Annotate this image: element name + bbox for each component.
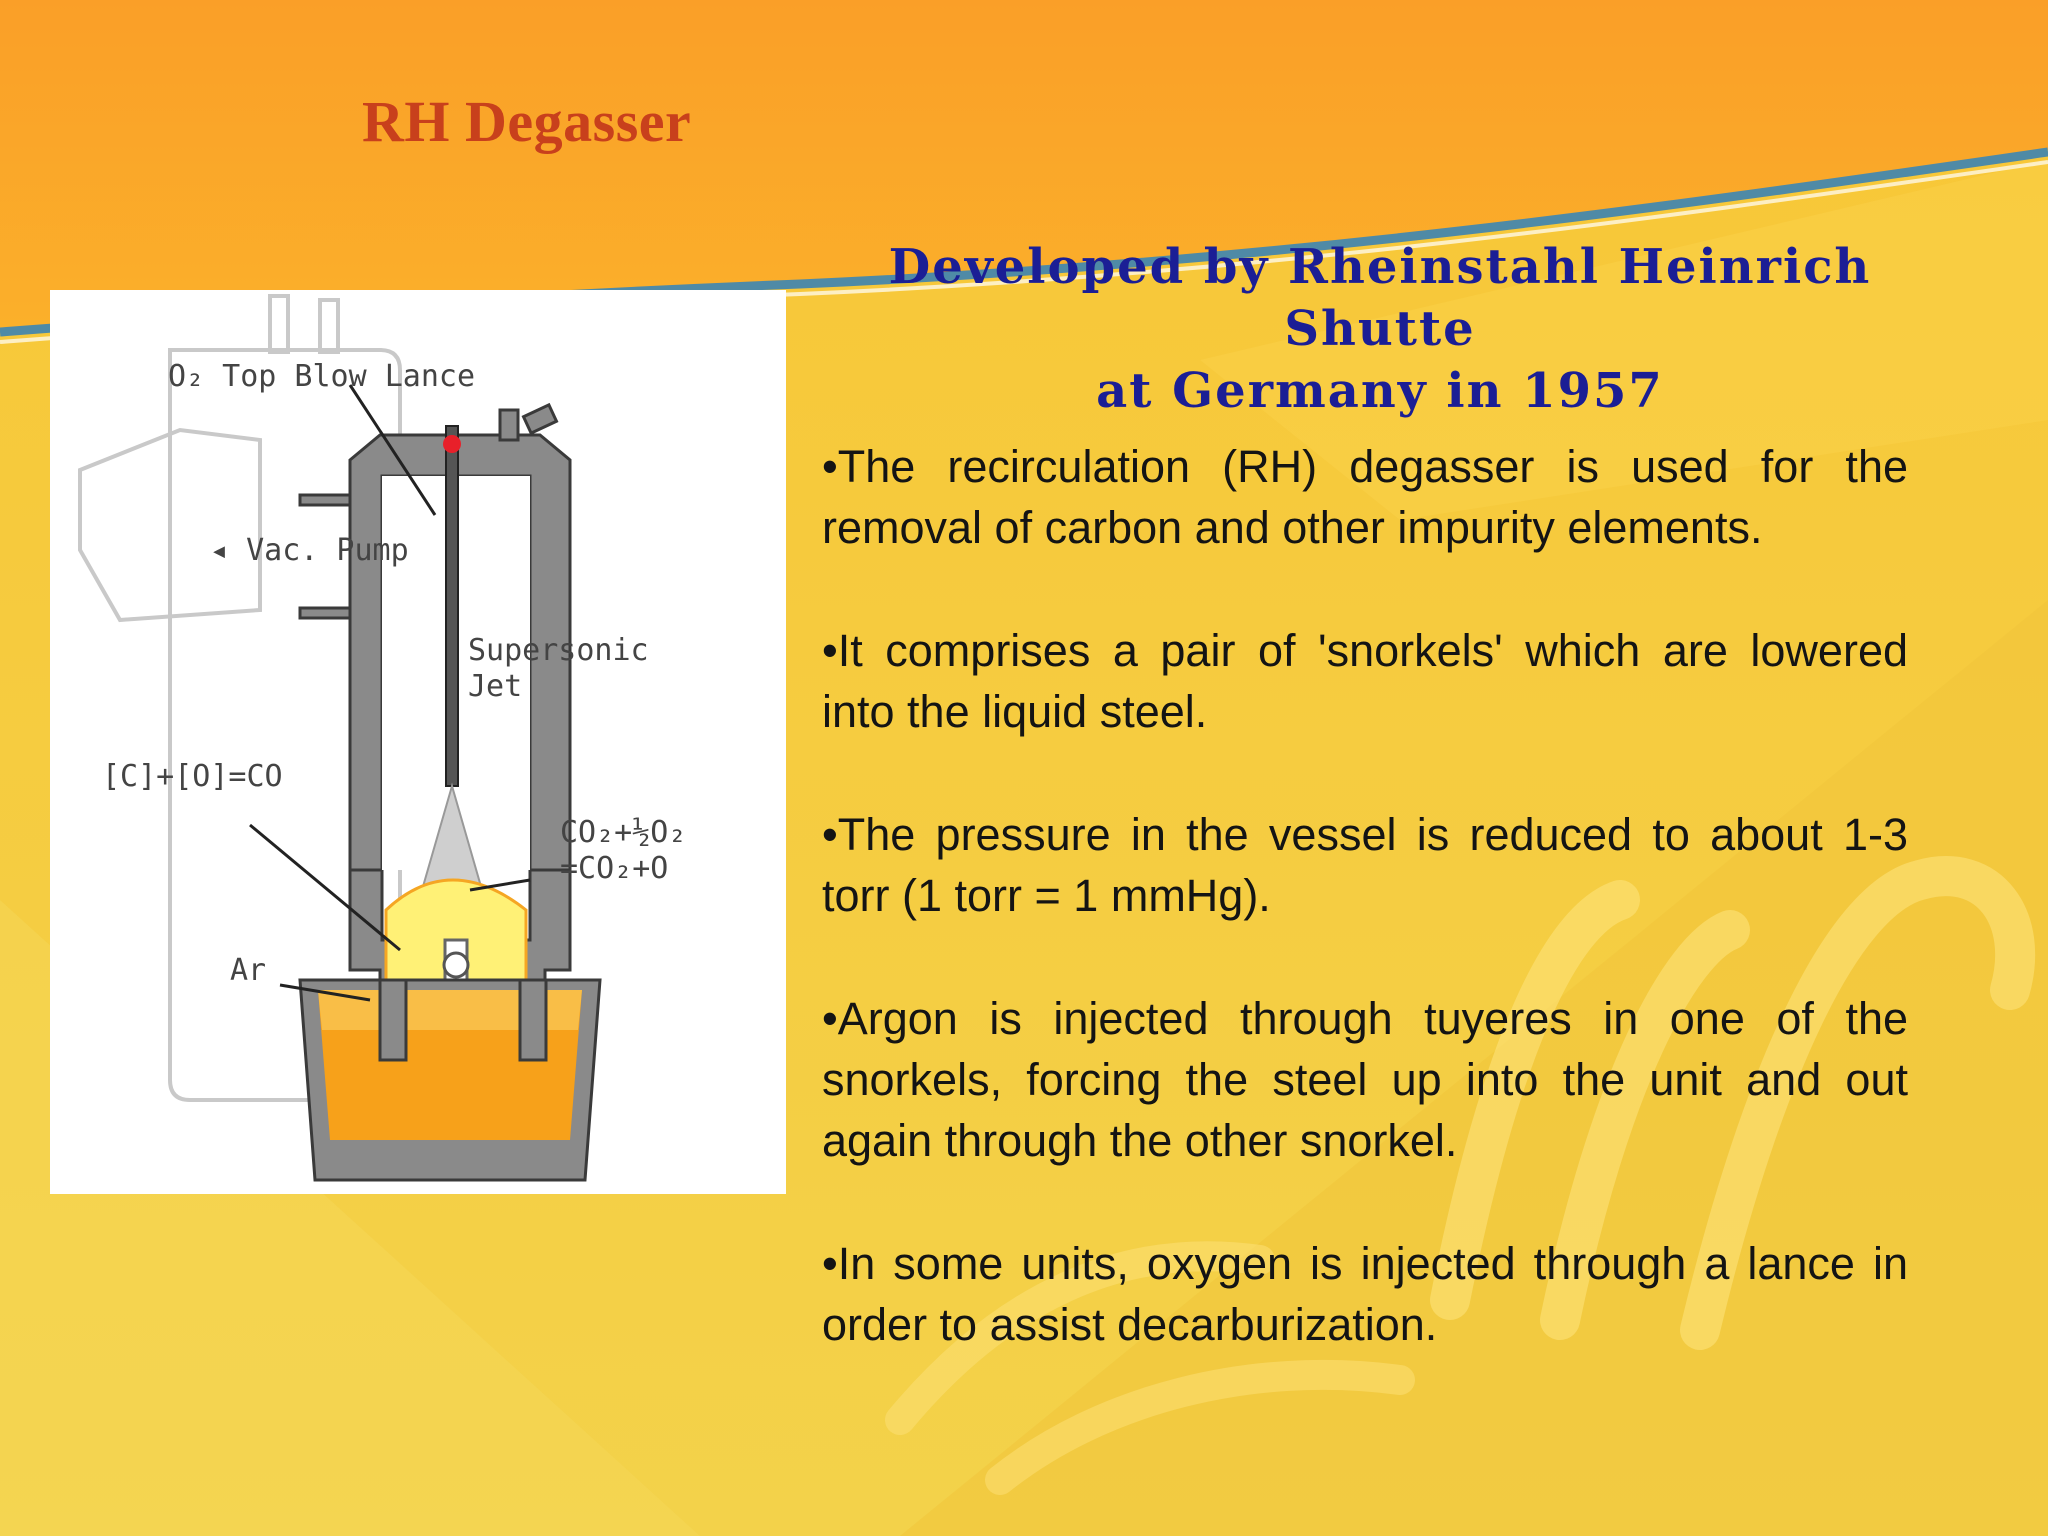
bullet-item: •Argon is injected through tuyeres in on…: [822, 993, 1908, 1166]
oxygen-lance: [445, 425, 459, 787]
diagram-drawing: O₂ Top Blow Lance ◂ Vac. Pump Supersonic…: [78, 294, 686, 1182]
vessel-fittings: [498, 402, 559, 442]
bullet-item: •It comprises a pair of 'snorkels' which…: [822, 625, 1908, 737]
snorkel-left: [378, 978, 408, 1062]
subtitle-line-2: at Germany in 1957: [1096, 363, 1664, 419]
rh-degasser-diagram: O₂ Top Blow Lance ◂ Vac. Pump Supersonic…: [50, 290, 786, 1194]
lance-marker: [443, 435, 461, 453]
label-jet-line-2: Jet: [468, 669, 522, 704]
bullet-item: •The recirculation (RH) degasser is used…: [822, 441, 1908, 553]
snorkel-nozzle: [442, 951, 470, 979]
bullet-list: •The recirculation (RH) degasser is used…: [822, 436, 1908, 1355]
bullet-item: •The pressure in the vessel is reduced t…: [822, 809, 1908, 921]
label-co2-line-1: CO₂+½O₂: [560, 815, 686, 850]
slide-title: RH Degasser: [362, 89, 692, 154]
slide-subtitle: Developed by Rheinstahl Heinrich Shutte …: [790, 236, 1970, 422]
subtitle-line-1: Developed by Rheinstahl Heinrich Shutte: [888, 239, 1872, 357]
label-reaction: [C]+[O]=CO: [102, 759, 283, 794]
bullet-item: •In some units, oxygen is injected throu…: [822, 1238, 1908, 1350]
label-vacuum-pump: ◂ Vac. Pump: [210, 533, 409, 568]
label-co2-line-2: =CO₂+O: [560, 851, 668, 886]
label-lance: O₂ Top Blow Lance: [168, 359, 475, 394]
snorkel-right: [518, 978, 548, 1062]
leader-lines: [249, 384, 531, 1002]
label-jet-line-1: Supersonic: [468, 633, 649, 668]
label-argon: Ar: [230, 953, 266, 988]
